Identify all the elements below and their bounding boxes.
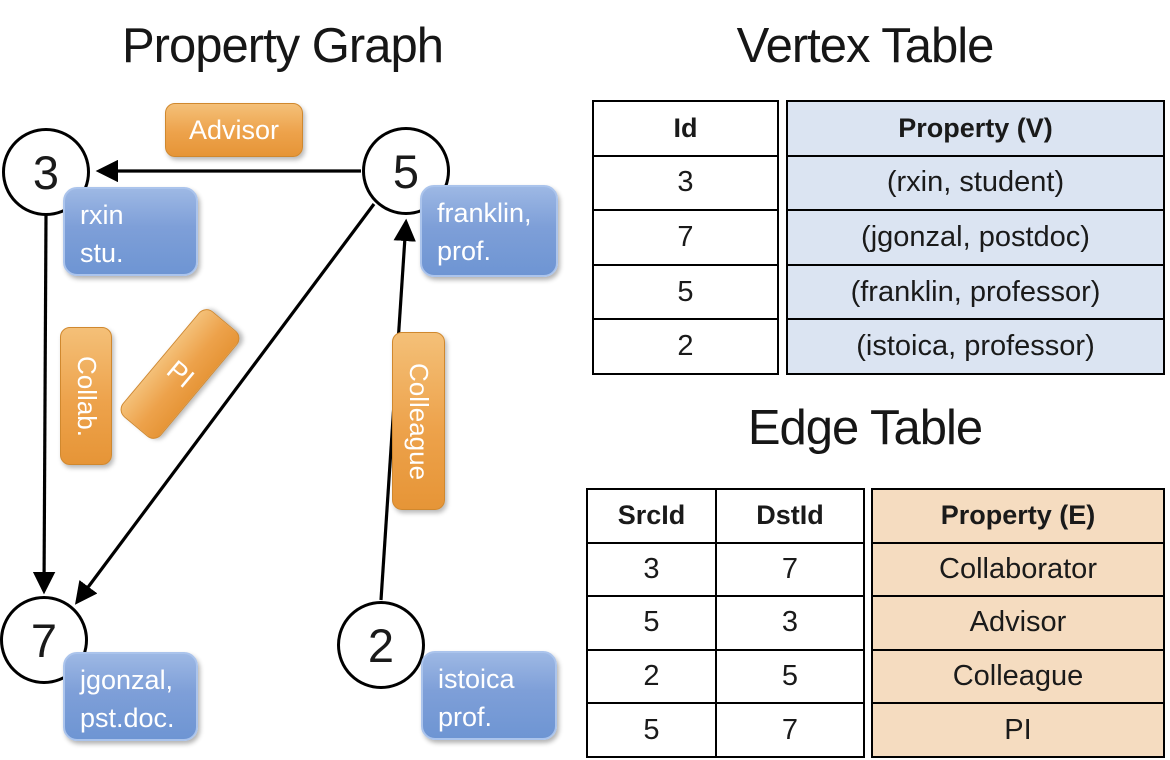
- edge-label-text: PI: [160, 353, 200, 394]
- vertex-table-title: Vertex Table: [736, 19, 995, 73]
- edge-label-colleague: Colleague: [392, 332, 445, 510]
- edge-label-collab: Collab.: [60, 327, 112, 465]
- table-cell: 2: [588, 648, 715, 703]
- table-cell: (franklin, professor): [788, 263, 1163, 319]
- table-cell: 5: [588, 595, 715, 649]
- table-cell: Colleague: [873, 648, 1163, 703]
- table-cell: (jgonzal, postdoc): [788, 209, 1163, 264]
- table-cell: 7: [717, 541, 863, 596]
- property-graph-title: Property Graph: [122, 19, 444, 73]
- label-line: franklin,: [437, 198, 532, 228]
- vertex-node-2: 2: [337, 601, 425, 689]
- label-line: jgonzal,: [80, 665, 174, 695]
- edge-table-title: Edge Table: [747, 401, 983, 455]
- table-cell: 5: [717, 648, 863, 703]
- vertex-table-header-property: Property (V): [788, 102, 1163, 155]
- label-line: istoica: [438, 664, 515, 694]
- node-id: 3: [32, 145, 60, 199]
- table-cell: 2: [594, 318, 777, 373]
- edge-table-header-srcid: SrcId: [617, 500, 686, 531]
- table-cell: PI: [873, 702, 1163, 756]
- label-line: prof.: [438, 702, 493, 733]
- table-cell: 3: [594, 154, 777, 210]
- edge-table-dstid-column: DstId 7 3 5 7: [715, 488, 865, 758]
- table-cell: 5: [594, 263, 777, 319]
- vertex-table-id-column: Id 3 7 5 2: [592, 100, 779, 375]
- edge-label-advisor: Advisor: [165, 103, 303, 157]
- edge-table-property-column: Property (E) Collaborator Advisor Collea…: [871, 488, 1165, 758]
- table-cell: (rxin, student): [788, 154, 1163, 210]
- table-cell: 7: [717, 702, 863, 756]
- vertex-property-label-istoica: istoica prof.: [421, 651, 557, 740]
- vertex-table-property-column: Property (V) (rxin, student) (jgonzal, p…: [786, 100, 1165, 375]
- table-cell: 3: [717, 595, 863, 649]
- table-cell: Advisor: [873, 595, 1163, 649]
- edge-table-header-property: Property (E): [873, 490, 1163, 542]
- table-cell: (istoica, professor): [788, 318, 1163, 373]
- vertex-table-header-id: Id: [673, 112, 698, 143]
- edge-label-text: Colleague: [404, 362, 434, 480]
- label-line: pst.doc.: [80, 703, 175, 734]
- label-line: stu.: [80, 238, 124, 269]
- edge-label-text: Collab.: [71, 355, 102, 437]
- vertex-node-5: 5: [362, 127, 450, 215]
- edge-5-to-7: [74, 203, 376, 605]
- table-cell: 5: [588, 702, 715, 756]
- node-id: 5: [392, 144, 420, 198]
- edge-table-srcid-column: SrcId 3 5 2 5: [586, 488, 715, 758]
- table-cell: 3: [588, 541, 715, 596]
- edge-label-text: Advisor: [188, 114, 280, 145]
- node-id: 7: [30, 613, 58, 667]
- edge-table-header-dstid: DstId: [756, 500, 824, 531]
- vertex-property-label-jgonzal: jgonzal, pst.doc.: [63, 652, 198, 741]
- label-line: prof.: [437, 236, 492, 267]
- edge-3-to-7: [32, 214, 56, 595]
- vertex-property-label-franklin: franklin, prof.: [420, 185, 558, 277]
- node-id: 2: [367, 618, 395, 672]
- table-cell: 7: [594, 209, 777, 264]
- table-cell: Collaborator: [873, 541, 1163, 596]
- vertex-property-label-rxin: rxin stu.: [63, 187, 198, 276]
- label-line: rxin: [80, 200, 124, 230]
